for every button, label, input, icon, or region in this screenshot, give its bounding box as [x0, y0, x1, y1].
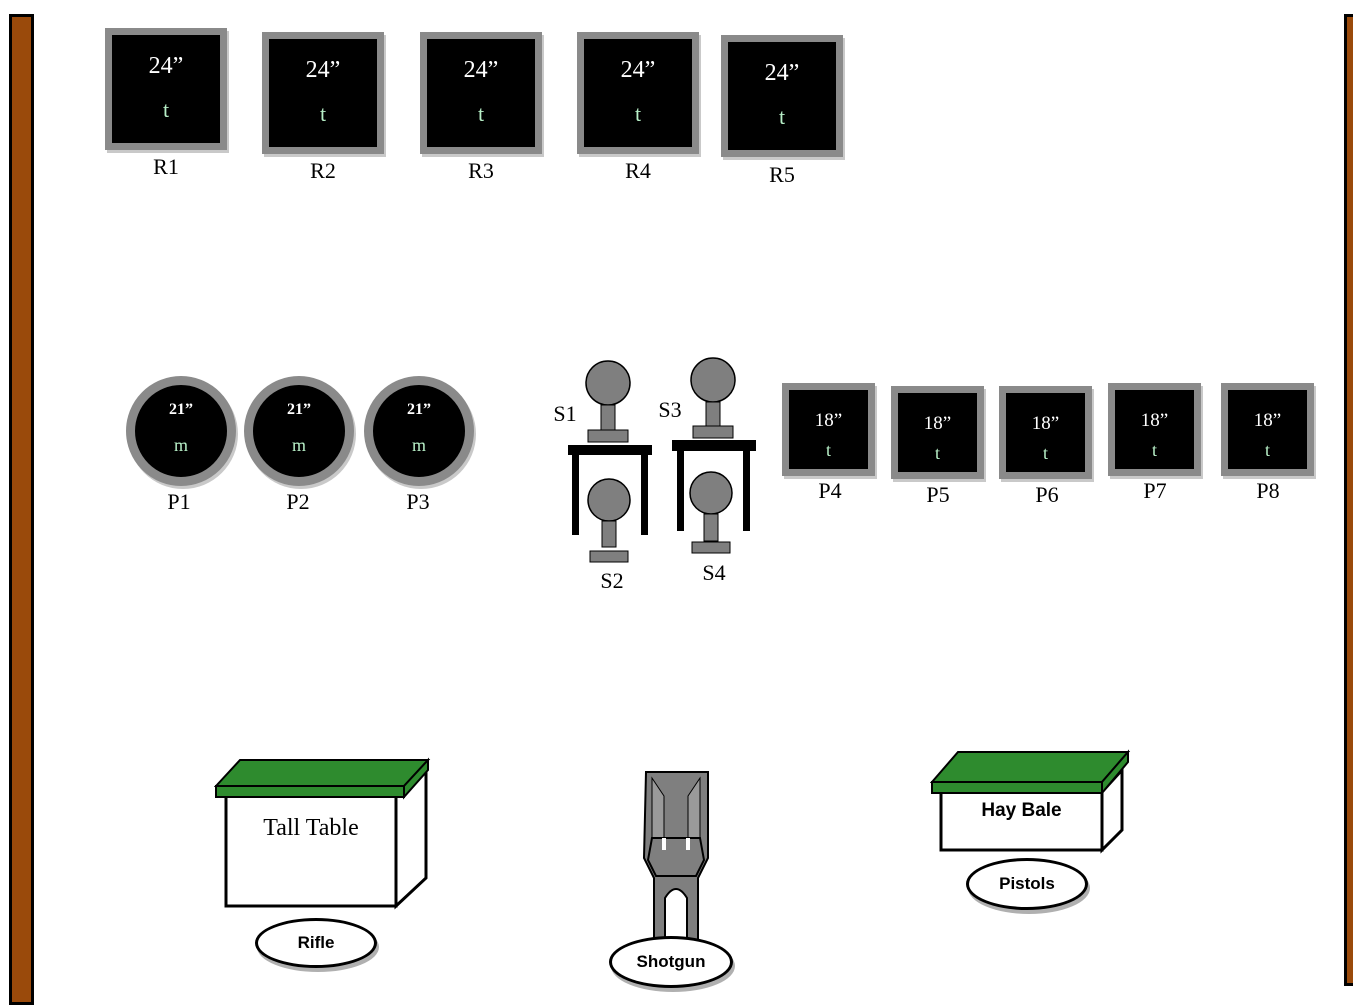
- target-material: t: [634, 101, 642, 126]
- left-table-leg: [641, 455, 648, 535]
- pistol-target-label: P1: [167, 489, 191, 514]
- right-table-leg: [677, 451, 684, 531]
- target-material: t: [825, 440, 831, 460]
- rifle-target-r4: 24” t: [577, 32, 699, 154]
- right-table-top: [672, 440, 756, 451]
- pistol-square-target-p4: 18” t: [782, 383, 875, 476]
- left-table-top: [568, 445, 652, 455]
- target-size: 18”: [1253, 410, 1282, 431]
- shotgun-target-label: S1: [553, 401, 577, 426]
- rifle-target-label: R3: [468, 158, 494, 183]
- rifle-target-label: R4: [625, 158, 651, 183]
- steel-plate-s1-base: [587, 429, 629, 443]
- target-material: t: [778, 104, 786, 129]
- target-size: 18”: [1031, 413, 1060, 434]
- right-table-leg: [743, 451, 750, 531]
- hay-bale-label: Hay Bale: [981, 800, 1062, 821]
- steel-plate-s4-base: [691, 541, 731, 554]
- pistols-station: Pistols: [966, 858, 1088, 910]
- right-wall: [1344, 14, 1353, 986]
- rifle-target-label: R2: [310, 158, 336, 183]
- pistol-target-label: P5: [926, 482, 950, 507]
- pistol-square-target-p7: 18” t: [1108, 383, 1201, 476]
- target-size: 24”: [305, 57, 341, 83]
- pistol-square-target-p6: 18” t: [999, 386, 1092, 479]
- pistol-round-target-p1: 21” m: [126, 376, 236, 486]
- target-size: 18”: [814, 410, 843, 431]
- shotgun-station: Shotgun: [609, 936, 733, 988]
- left-table-leg: [572, 455, 579, 535]
- steel-plate-s1: [585, 360, 631, 406]
- target-size: 21”: [169, 401, 193, 418]
- target-size: 24”: [764, 60, 800, 86]
- target-size: 18”: [923, 413, 952, 434]
- steel-plate-s3: [690, 357, 736, 403]
- target-material: t: [162, 97, 170, 122]
- pistol-target-label: P3: [406, 489, 430, 514]
- target-material: t: [934, 443, 940, 463]
- rifle-target-label: R5: [769, 162, 795, 187]
- rifle-target-r5: 24” t: [721, 35, 843, 157]
- shotgun-target-label: S4: [702, 560, 726, 585]
- steel-plate-s4: [689, 471, 733, 515]
- target-material: t: [319, 101, 327, 126]
- pistol-square-target-p8: 18” t: [1221, 383, 1314, 476]
- target-material: t: [1264, 440, 1270, 460]
- target-size: 21”: [407, 401, 431, 418]
- target-material: m: [411, 435, 426, 455]
- left-wall: [9, 14, 34, 1005]
- target-material: t: [1042, 443, 1048, 463]
- pistol-target-label: P6: [1035, 482, 1059, 507]
- pistol-target-label: P7: [1143, 478, 1167, 503]
- target-size: 21”: [287, 401, 311, 418]
- rifle-station: Rifle: [255, 918, 377, 968]
- tall-table-box: [214, 757, 431, 910]
- pistol-target-label: P4: [818, 478, 842, 503]
- rifle-target-r2: 24” t: [262, 32, 384, 154]
- target-material: m: [173, 435, 188, 455]
- rifle-target-label: R1: [153, 154, 179, 179]
- rifle-target-r3: 24” t: [420, 32, 542, 154]
- steel-plate-s3-base: [692, 425, 734, 439]
- shotgun-rack-icon: [642, 771, 709, 944]
- target-material: t: [477, 101, 485, 126]
- steel-plate-s2-base: [589, 550, 629, 563]
- steel-plate-s3-post: [705, 401, 721, 429]
- target-size: 24”: [620, 57, 656, 83]
- steel-plate-s2: [587, 478, 631, 522]
- shotgun-target-stands: [568, 357, 756, 563]
- target-material: t: [1151, 440, 1157, 460]
- pistol-target-label: P8: [1256, 478, 1280, 503]
- target-size: 18”: [1140, 410, 1169, 431]
- hay-bale-box: [930, 749, 1131, 854]
- tall-table-label: Tall Table: [263, 815, 359, 841]
- steel-plate-s2-post: [601, 520, 617, 548]
- steel-plate-s1-post: [600, 404, 616, 432]
- pistol-target-label: P2: [286, 489, 310, 514]
- shotgun-target-label: S2: [600, 568, 624, 593]
- target-size: 24”: [148, 53, 184, 79]
- pistol-round-target-p2: 21” m: [244, 376, 354, 486]
- pistol-round-target-p3: 21” m: [364, 376, 474, 486]
- steel-plate-s4-post: [703, 513, 719, 542]
- pistol-square-target-p5: 18” t: [891, 386, 984, 479]
- rifle-target-r1: 24” t: [105, 28, 227, 150]
- shotgun-target-label: S3: [658, 397, 682, 422]
- target-material: m: [291, 435, 306, 455]
- target-size: 24”: [463, 57, 499, 83]
